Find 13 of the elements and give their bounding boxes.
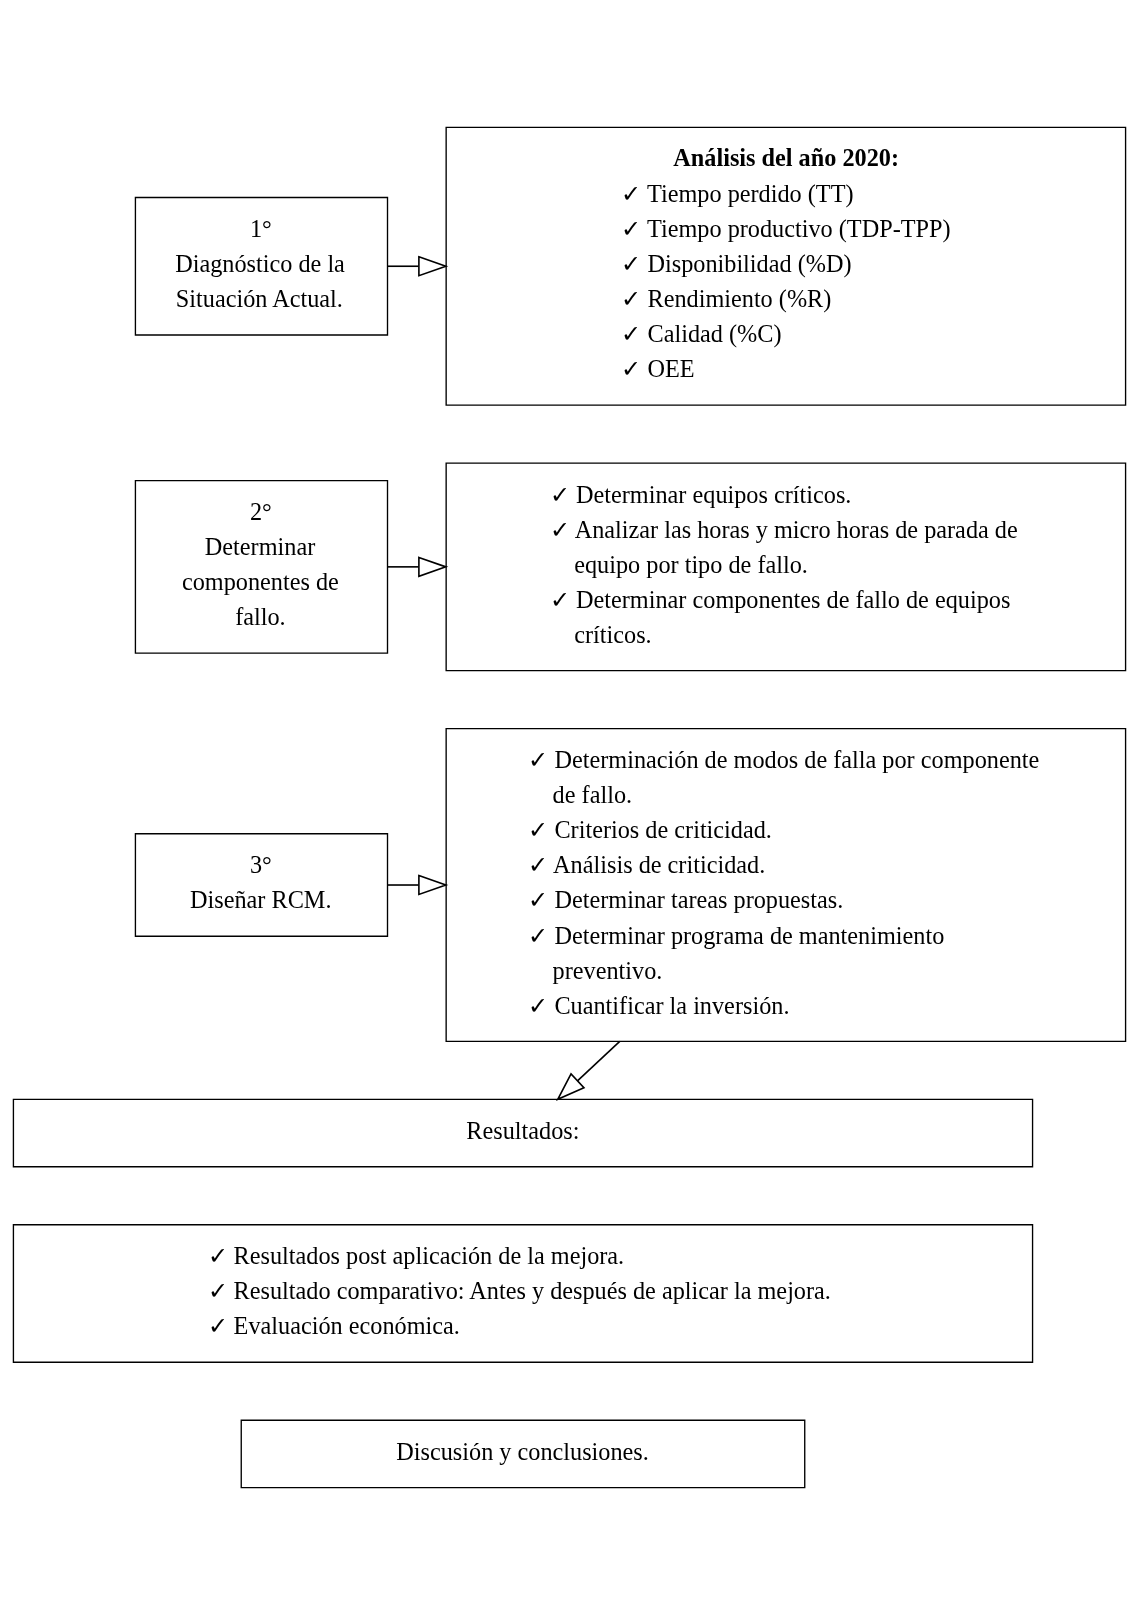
- node-box: ✓ Determinación de modos de falla por componente de fallo. ✓ Criterios de criticidad. ✓ Análisis de criticidad. ✓ Determinar tareas propuestas. ✓ Determinar programa de mantenimiento preventivo. ✓ Cuantificar la inversión.: [445, 727, 1127, 1043]
- node-box: ✓ Resultados post aplicación de la mejora. ✓ Resultado comparativo: Antes y después de aplicar la mejora. ✓ Evaluación económica.: [12, 1224, 1034, 1363]
- node-box: Resultados:: [12, 1098, 1034, 1168]
- node-box: Análisis del año 2020: ✓ Tiempo perdido (TT) ✓ Tiempo productivo (TDP-TPP) ✓ Disponibilidad (%D) ✓ Rendimiento (%R) ✓ Calidad (%C) ✓ OEE: [445, 126, 1127, 406]
- arrow: [555, 1040, 621, 1101]
- node-box: 3° Diseñar RCM.: [134, 833, 389, 937]
- node-box: 1° Diagnóstico de la Situación Actual.: [134, 196, 389, 336]
- node-box: Discusión y conclusiones.: [240, 1419, 806, 1489]
- arrow: [387, 874, 449, 896]
- node-box: ✓ Determinar equipos críticos. ✓ Analizar las horas y micro horas de parada de equipo por tipo de fallo. ✓ Determinar componentes de fallo de equipos críticos.: [445, 462, 1127, 672]
- arrow: [387, 255, 449, 277]
- arrow: [387, 556, 449, 578]
- node-box: 2° Determinar componentes de fallo.: [134, 479, 389, 654]
